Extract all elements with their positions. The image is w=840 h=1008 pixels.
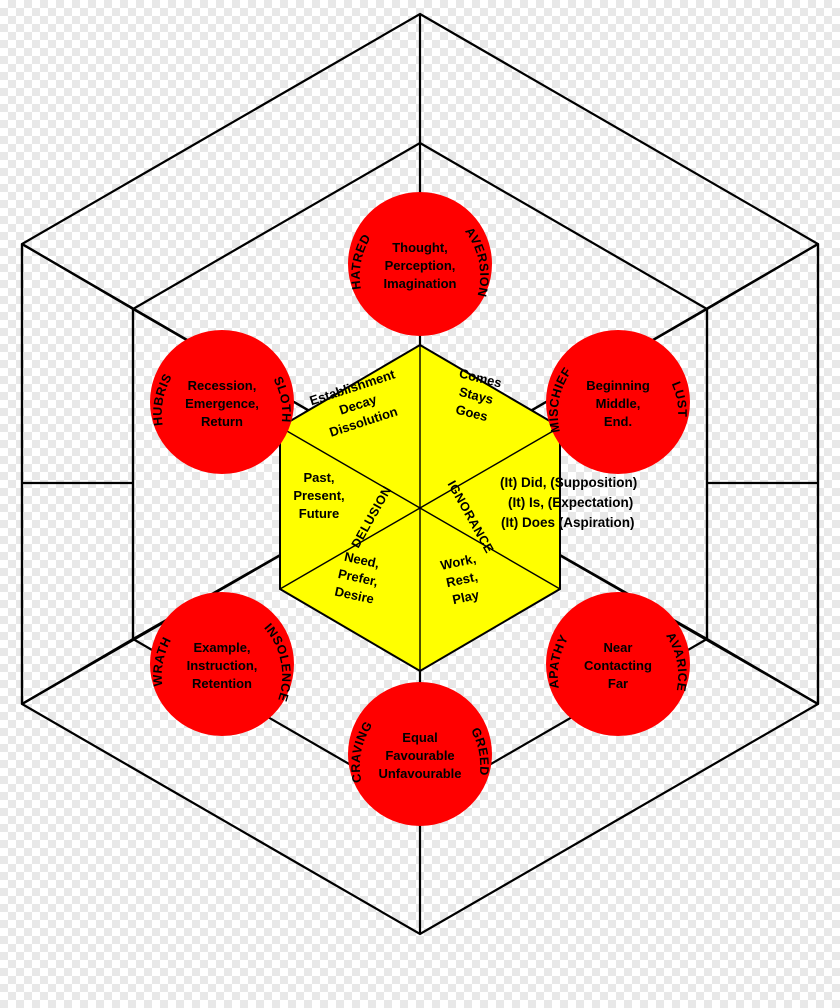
inner-left-line-2: Present, <box>293 488 344 503</box>
node-upper-left-line-3: Return <box>201 414 243 429</box>
node-circle-upper-left[interactable] <box>150 330 294 474</box>
node-text-lower-left: Example, Instruction, Retention <box>187 640 258 691</box>
node-circle-bottom[interactable] <box>348 682 492 826</box>
side-annotation-line-1: (It) Did, (Supposition) <box>500 475 637 490</box>
node-text-lower-right: Near Contacting Far <box>584 640 652 691</box>
inner-lower-right-line-1: Work, <box>439 551 477 573</box>
inner-sector-left: Past, Present, Future <box>293 470 344 521</box>
node-text-bottom: Equal Favourable Unfavourable <box>378 730 461 781</box>
node-lower-left-line-2: Instruction, <box>187 658 258 673</box>
node-circle-top[interactable] <box>348 192 492 336</box>
node-bottom-line-1: Equal <box>402 730 437 745</box>
side-annotations: (It) Did, (Supposition) (It) Is, (Expect… <box>500 475 637 530</box>
node-upper-left-line-1: Recession, <box>188 378 257 393</box>
side-annotation-line-3: (It) Does (Aspiration) <box>501 515 635 530</box>
node-text-upper-right: Beginning Middle, End. <box>586 378 650 429</box>
inner-hexagon-spokes <box>279 345 561 671</box>
node-lower-right-line-1: Near <box>604 640 633 655</box>
outer-node-texts: Thought, Perception, Imagination Recessi… <box>185 240 652 781</box>
outer-node-circles <box>150 192 690 826</box>
node-top-line-3: Imagination <box>384 276 457 291</box>
inner-lower-right-line-3: Play <box>451 587 481 607</box>
node-bottom-line-2: Favourable <box>385 748 454 763</box>
inner-left-line-3: Future <box>299 506 339 521</box>
node-bottom-line-3: Unfavourable <box>378 766 461 781</box>
inner-lower-left-line-1: Need, <box>343 549 381 571</box>
node-upper-right-line-1: Beginning <box>586 378 650 393</box>
inner-sector-lower-right: Work, Rest, Play <box>439 551 481 607</box>
node-circle-lower-left[interactable] <box>150 592 294 736</box>
node-circle-upper-right[interactable] <box>546 330 690 474</box>
node-lower-left-line-3: Retention <box>192 676 252 691</box>
node-lower-right-line-3: Far <box>608 676 628 691</box>
node-upper-right-line-2: Middle, <box>596 396 641 411</box>
node-lower-left-line-1: Example, <box>193 640 250 655</box>
inner-left-line-1: Past, <box>303 470 334 485</box>
node-text-top: Thought, Perception, Imagination <box>384 240 457 291</box>
node-text-upper-left: Recession, Emergence, Return <box>185 378 259 429</box>
node-lower-right-line-2: Contacting <box>584 658 652 673</box>
node-upper-right-line-3: End. <box>604 414 632 429</box>
inner-lower-right-line-2: Rest, <box>445 569 479 590</box>
node-top-line-2: Perception, <box>385 258 456 273</box>
node-top-line-1: Thought, <box>392 240 448 255</box>
node-circle-lower-right[interactable] <box>546 592 690 736</box>
side-annotation-line-2: (It) Is, (Expectation) <box>508 495 633 510</box>
node-upper-left-line-2: Emergence, <box>185 396 259 411</box>
